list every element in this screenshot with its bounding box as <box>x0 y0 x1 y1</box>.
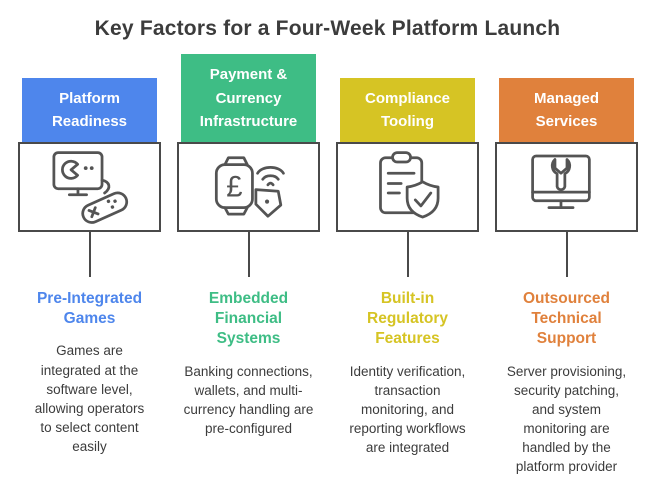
header-platform-readiness: Platform Readiness <box>22 77 157 143</box>
payment-contactless-icon: £ <box>214 156 285 218</box>
header-area: Payment & Currency Infrastructure <box>177 53 320 143</box>
body-payment-currency: Banking connections, wallets, and multi-… <box>183 363 314 437</box>
connector-line <box>88 232 91 278</box>
column-payment-currency: Payment & Currency Infrastructure £ Embe… <box>177 53 320 438</box>
monitor-gamepad-icon <box>52 151 128 225</box>
header-area: Managed Services <box>495 53 638 143</box>
icon-box-compliance-tooling <box>336 142 479 233</box>
connector-line <box>565 232 568 278</box>
header-area: Platform Readiness <box>18 53 161 143</box>
column-platform-readiness: Platform Readiness <box>18 53 161 456</box>
subheading-pre-integrated-games: Pre-Integrated Games <box>36 290 143 328</box>
icon-box-managed-services <box>495 142 638 233</box>
monitor-wrench-icon <box>530 154 591 210</box>
svg-text:£: £ <box>226 172 242 204</box>
connector-line <box>406 232 409 278</box>
page-title: Key Factors for a Four-Week Platform Lau… <box>94 17 561 40</box>
header-compliance-tooling: Compliance Tooling <box>340 77 475 143</box>
clipboard-shield-icon <box>378 151 439 219</box>
column-managed-services: Managed Services Outsourced Technical Su… <box>495 53 638 476</box>
columns-row: Platform Readiness <box>0 53 655 476</box>
subheading-outsourced-technical-support: Outsourced Technical Support <box>523 290 610 348</box>
body-compliance-tooling: Identity verification, transaction monit… <box>349 363 466 456</box>
subheading-embedded-financial-systems: Embedded Financial Systems <box>208 290 289 348</box>
icon-box-payment-currency: £ <box>177 142 320 233</box>
body-platform-readiness: Games are integrated at the software lev… <box>34 343 145 455</box>
connector-line <box>247 232 250 278</box>
header-area: Compliance Tooling <box>336 53 479 143</box>
body-managed-services: Server provisioning, security patching, … <box>506 363 627 475</box>
subheading-built-in-regulatory-features: Built-in Regulatory Features <box>367 290 448 348</box>
icon-box-platform-readiness <box>18 142 161 233</box>
header-managed-services: Managed Services <box>499 77 634 143</box>
header-payment-currency: Payment & Currency Infrastructure <box>181 54 316 143</box>
column-compliance-tooling: Compliance Tooling Built-in Regulatory F… <box>336 53 479 457</box>
